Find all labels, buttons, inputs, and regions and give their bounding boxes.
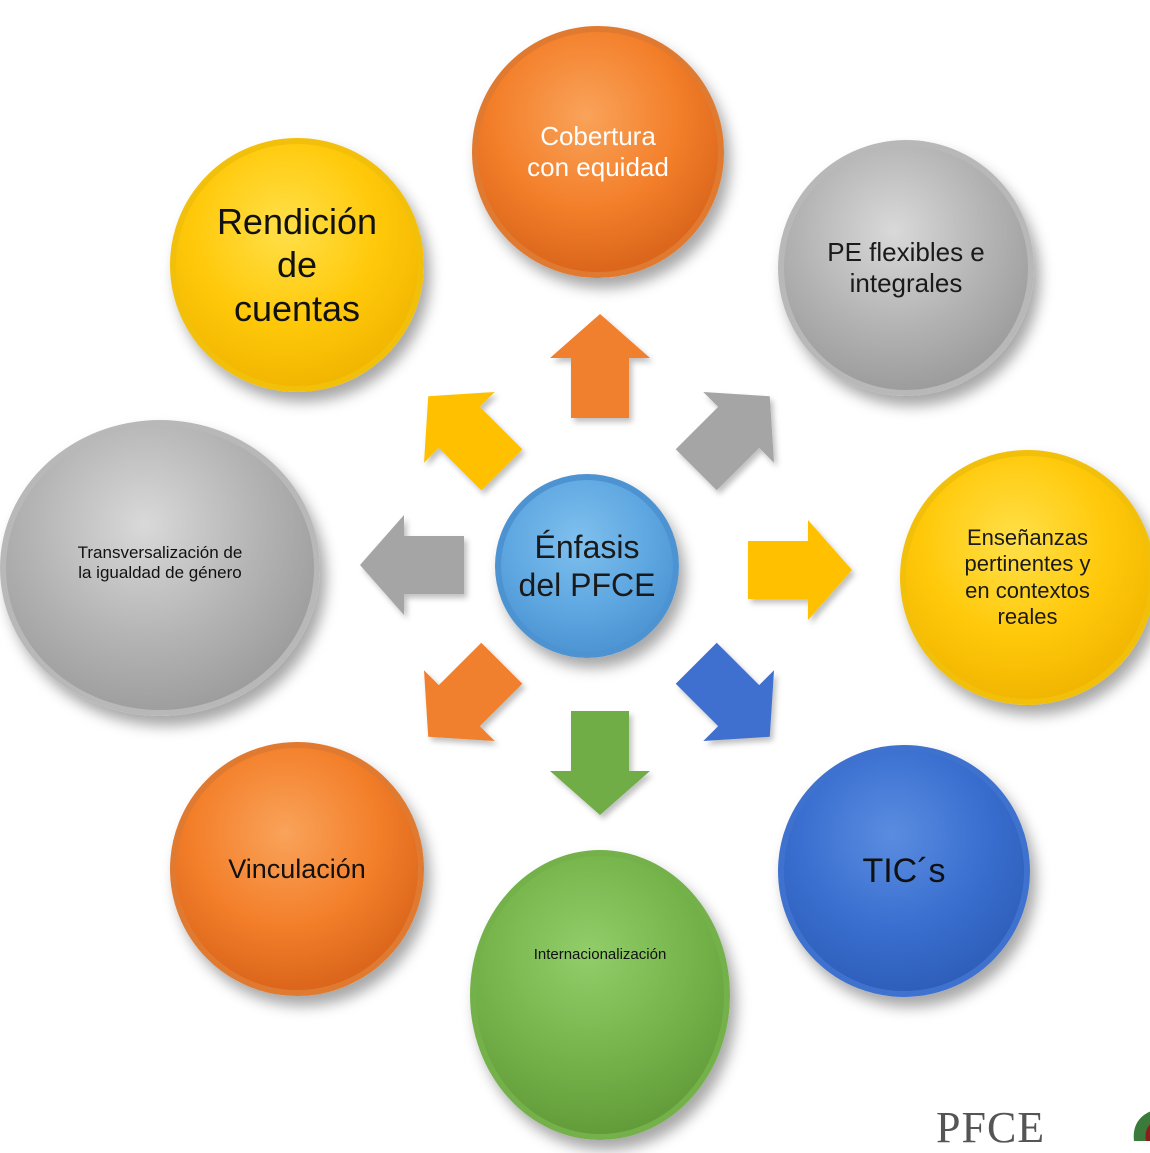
node-pe: PE flexibles e integrales (778, 140, 1034, 396)
arrow-up-right-icon (675, 391, 775, 491)
logo-emblem-icon (1133, 1111, 1150, 1141)
node-rendicion: Rendición de cuentas (170, 138, 424, 392)
node-cobertura: Cobertura con equidad (472, 26, 724, 278)
arrow-right-icon (748, 520, 852, 620)
node-tics-label: TIC´s (862, 851, 946, 890)
node-tics: TIC´s (778, 745, 1030, 997)
arrow-down-left-icon (423, 642, 523, 742)
center-node: Énfasis del PFCE (495, 474, 679, 658)
node-transversalizacion: Transversalización de la igualdad de gén… (0, 420, 320, 716)
node-rendicion-label: Rendición de cuentas (216, 201, 378, 329)
center-label: Énfasis del PFCE (518, 528, 656, 603)
node-vinculacion: Vinculación (170, 742, 424, 996)
node-transversalizacion-label: Transversalización de la igualdad de gén… (77, 542, 243, 582)
node-cobertura-label: Cobertura con equidad (527, 120, 669, 182)
pfce-logo: PFCE (936, 1103, 1046, 1152)
node-internacionalizacion: Internacionalización (470, 850, 730, 1140)
arrow-down-icon (550, 711, 650, 815)
node-ensenanzas: Enseñanzas pertinentes y en contextos re… (900, 450, 1150, 705)
arrow-left-icon (360, 515, 464, 615)
node-internacionalizacion-label: Internacionalización (533, 946, 667, 963)
arrow-up-left-icon (423, 391, 523, 491)
arrow-up-icon (550, 314, 650, 418)
node-pe-label: PE flexibles e integrales (827, 236, 985, 298)
node-vinculacion-label: Vinculación (228, 853, 366, 884)
node-ensenanzas-label: Enseñanzas pertinentes y en contextos re… (964, 524, 1091, 629)
arrow-down-right-icon (675, 642, 775, 742)
